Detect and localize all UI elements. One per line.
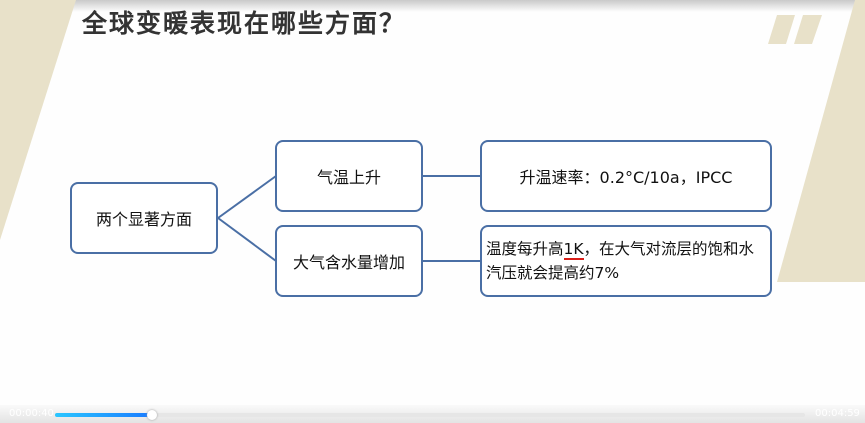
current-time: 00:00:40 xyxy=(9,408,54,419)
root-node: 两个显著方面 xyxy=(70,182,218,254)
detail-node-vapor-pressure: 温度每升高1K，在大气对流层的饱和水汽压就会提高约7% xyxy=(480,225,772,297)
branch-label: 气温上升 xyxy=(316,168,381,187)
quote-mark-icon xyxy=(794,15,822,44)
detail-text: 温度每升高1K，在大气对流层的饱和水汽压就会提高约7% xyxy=(486,240,755,282)
quote-mark-icon xyxy=(768,15,795,44)
slide-title: 全球变暖表现在哪些方面？ xyxy=(82,9,407,38)
total-time: 00:04:59 xyxy=(815,408,860,419)
detail-node-warming-rate: 升温速率：0.2°C/10a，IPCC xyxy=(480,140,772,212)
progress-slider[interactable] xyxy=(55,410,805,420)
branch-node-water-vapor: 大气含水量增加 xyxy=(275,225,423,297)
root-node-label: 两个显著方面 xyxy=(95,210,192,229)
top-shade xyxy=(0,0,865,12)
branch-label: 大气含水量增加 xyxy=(292,253,405,272)
detail-text: 升温速率：0.2°C/10a，IPCC xyxy=(519,168,733,187)
progress-knob[interactable] xyxy=(147,410,157,420)
left-deco-shape xyxy=(0,0,76,240)
branch-node-temperature: 气温上升 xyxy=(275,140,423,212)
video-player-bar: 00:00:40 00:04:59 xyxy=(0,405,865,423)
highlight-annotation: 1K xyxy=(563,240,584,260)
right-deco-shape xyxy=(777,0,865,282)
progress-fill xyxy=(55,413,152,417)
